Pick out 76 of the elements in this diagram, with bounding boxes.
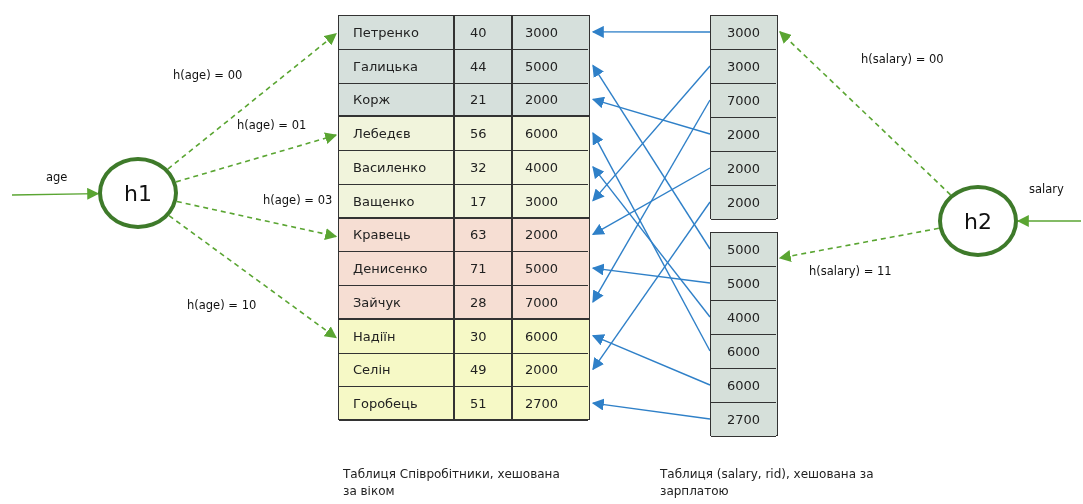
employee-name: Надіїн [352, 327, 397, 346]
salary-value: 6000 [511, 319, 588, 353]
edge-label: h(age) = 10 [186, 298, 258, 312]
table-row [339, 117, 588, 151]
salary-value: 2000 [511, 353, 588, 387]
dashed-arrow [167, 33, 337, 170]
dashed-arrow [168, 214, 337, 339]
salary-value: 4000 [511, 151, 588, 184]
edge-label: salary [1028, 182, 1065, 196]
dashed-arrow [779, 31, 952, 196]
table-row [339, 16, 588, 50]
arrow [591, 96, 711, 135]
table-bucket [338, 116, 590, 218]
table-row [339, 319, 588, 354]
table-bucket [338, 217, 590, 319]
employee-name: Галицька [352, 57, 419, 76]
arrow [591, 334, 711, 386]
age-value: 30 [453, 319, 511, 353]
employee-name: Корж [352, 91, 392, 110]
employee-name: Петренко [352, 23, 420, 42]
employee-name: Василенко [352, 158, 428, 177]
arrow [591, 167, 711, 236]
hash-function-circle: h1 [98, 157, 178, 229]
age-value: 71 [453, 252, 511, 285]
dashed-arrow [176, 200, 338, 240]
arrow [592, 99, 711, 303]
table-row [339, 218, 588, 253]
dashed-arrow [175, 132, 338, 183]
dashed-arrow [778, 227, 940, 262]
table-row [339, 353, 588, 388]
table-row [339, 387, 588, 421]
table-row [339, 252, 588, 286]
employee-name: Селін [352, 361, 392, 380]
salary-value: 6000 [511, 117, 588, 150]
salary-value: 2000 [511, 218, 588, 252]
employee-name: Ващенко [352, 192, 416, 211]
arrow [592, 64, 711, 250]
table-caption: Таблиця Співробітники, хешована за віком [343, 466, 561, 500]
arrow [592, 132, 711, 352]
arrow [1016, 215, 1082, 227]
arrow [592, 201, 711, 371]
arrow [11, 187, 100, 200]
table-bucket [338, 318, 590, 420]
arrow [591, 398, 711, 420]
edge-label: h(salary) = 11 [808, 264, 893, 278]
employee-name: Лебедєв [352, 125, 412, 144]
edge-label: h(age) = 03 [262, 193, 334, 207]
age-value: 56 [453, 117, 511, 150]
table-bucket [338, 15, 590, 117]
employee-name: Денисенко [352, 260, 429, 279]
salary-value: 2700 [511, 387, 588, 420]
table-row [339, 49, 588, 84]
edge-label: h(age) = 00 [172, 68, 244, 82]
age-value: 51 [453, 387, 511, 420]
arrow [591, 25, 711, 38]
edge-label: h(salary) = 00 [860, 52, 945, 66]
table-row [339, 151, 588, 185]
age-value: 40 [453, 16, 511, 49]
employee-name: Кравець [352, 226, 412, 245]
salary-value: 5000 [511, 49, 588, 83]
employee-name: Горобець [352, 395, 419, 414]
arrow [592, 65, 711, 202]
employee-name: Зайчук [352, 293, 402, 312]
index-bucket [710, 232, 778, 436]
salary-value: 5000 [511, 252, 588, 285]
arrow [591, 263, 711, 284]
edge-label: h(age) = 01 [236, 118, 308, 132]
index-bucket [710, 15, 778, 219]
table-caption: Таблиця (salary, rid), хешована за зарплатою [660, 466, 875, 500]
age-value: 44 [453, 49, 511, 83]
age-value: 32 [453, 151, 511, 184]
arrow [592, 165, 711, 318]
salary-value: 3000 [511, 16, 588, 49]
age-value: 63 [453, 218, 511, 252]
hash-function-circle: h2 [938, 185, 1018, 257]
age-value: 49 [453, 353, 511, 387]
